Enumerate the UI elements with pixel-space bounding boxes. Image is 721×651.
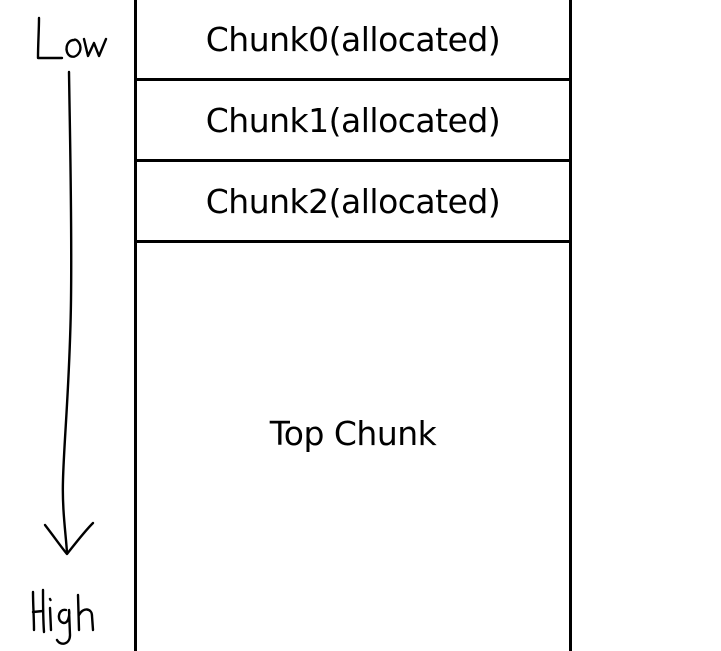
high-label-handwriting (31, 588, 95, 645)
address-axis (31, 16, 108, 645)
chunk2-block: Chunk2(allocated) (137, 162, 569, 243)
top-chunk-block: Top Chunk (269, 413, 437, 453)
chunk1-block: Chunk1(allocated) (137, 81, 569, 162)
heap-column: Chunk0(allocated) Chunk1(allocated) Chun… (134, 0, 572, 651)
arrow-down-icon (43, 70, 95, 556)
low-label-handwriting (36, 16, 108, 60)
chunk0-block: Chunk0(allocated) (137, 0, 569, 81)
